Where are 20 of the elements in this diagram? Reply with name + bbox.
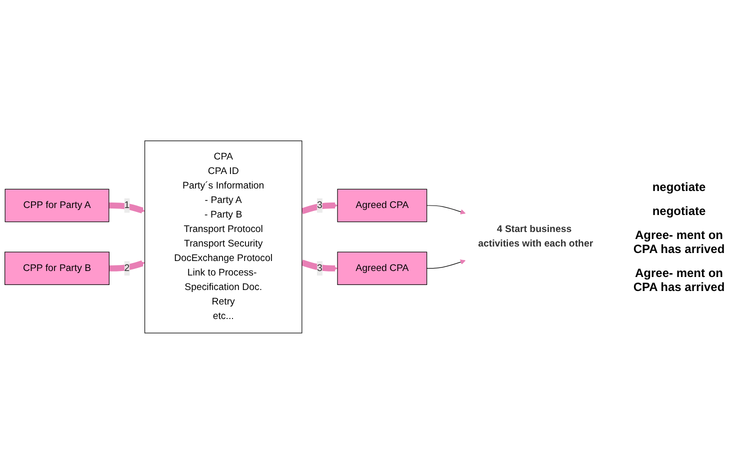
node-box: CPP for Party B (4, 251, 110, 285)
node-box: Agreed CPA (337, 188, 428, 222)
node-box: Agreed CPA (337, 251, 428, 285)
edge-label: 3 (317, 200, 322, 210)
edge-label: 3 (317, 262, 322, 273)
arrow (426, 259, 466, 268)
note-text: Agree- ment on CPA has arrived (632, 228, 726, 256)
arrow (300, 202, 338, 214)
note-text: negotiate (651, 180, 707, 194)
note-text: Agree- ment on CPA has arrived (632, 266, 726, 294)
node-box: CPA CPA ID Party´s Information - Party A - Party B Transport Protocol Transport Security DocExchange Protocol Link to Process- Specification Doc. Retry etc... (144, 140, 302, 333)
note-text: negotiate (651, 204, 707, 218)
arrow (108, 202, 146, 213)
arrow (109, 260, 146, 271)
node-text: 4 Start business activities with each other (478, 224, 594, 249)
node-box: CPP for Party A (4, 188, 110, 222)
arrow (426, 204, 466, 214)
edge-label: 1 (124, 200, 130, 210)
arrow (300, 259, 338, 271)
edge-label: 2 (124, 262, 130, 273)
